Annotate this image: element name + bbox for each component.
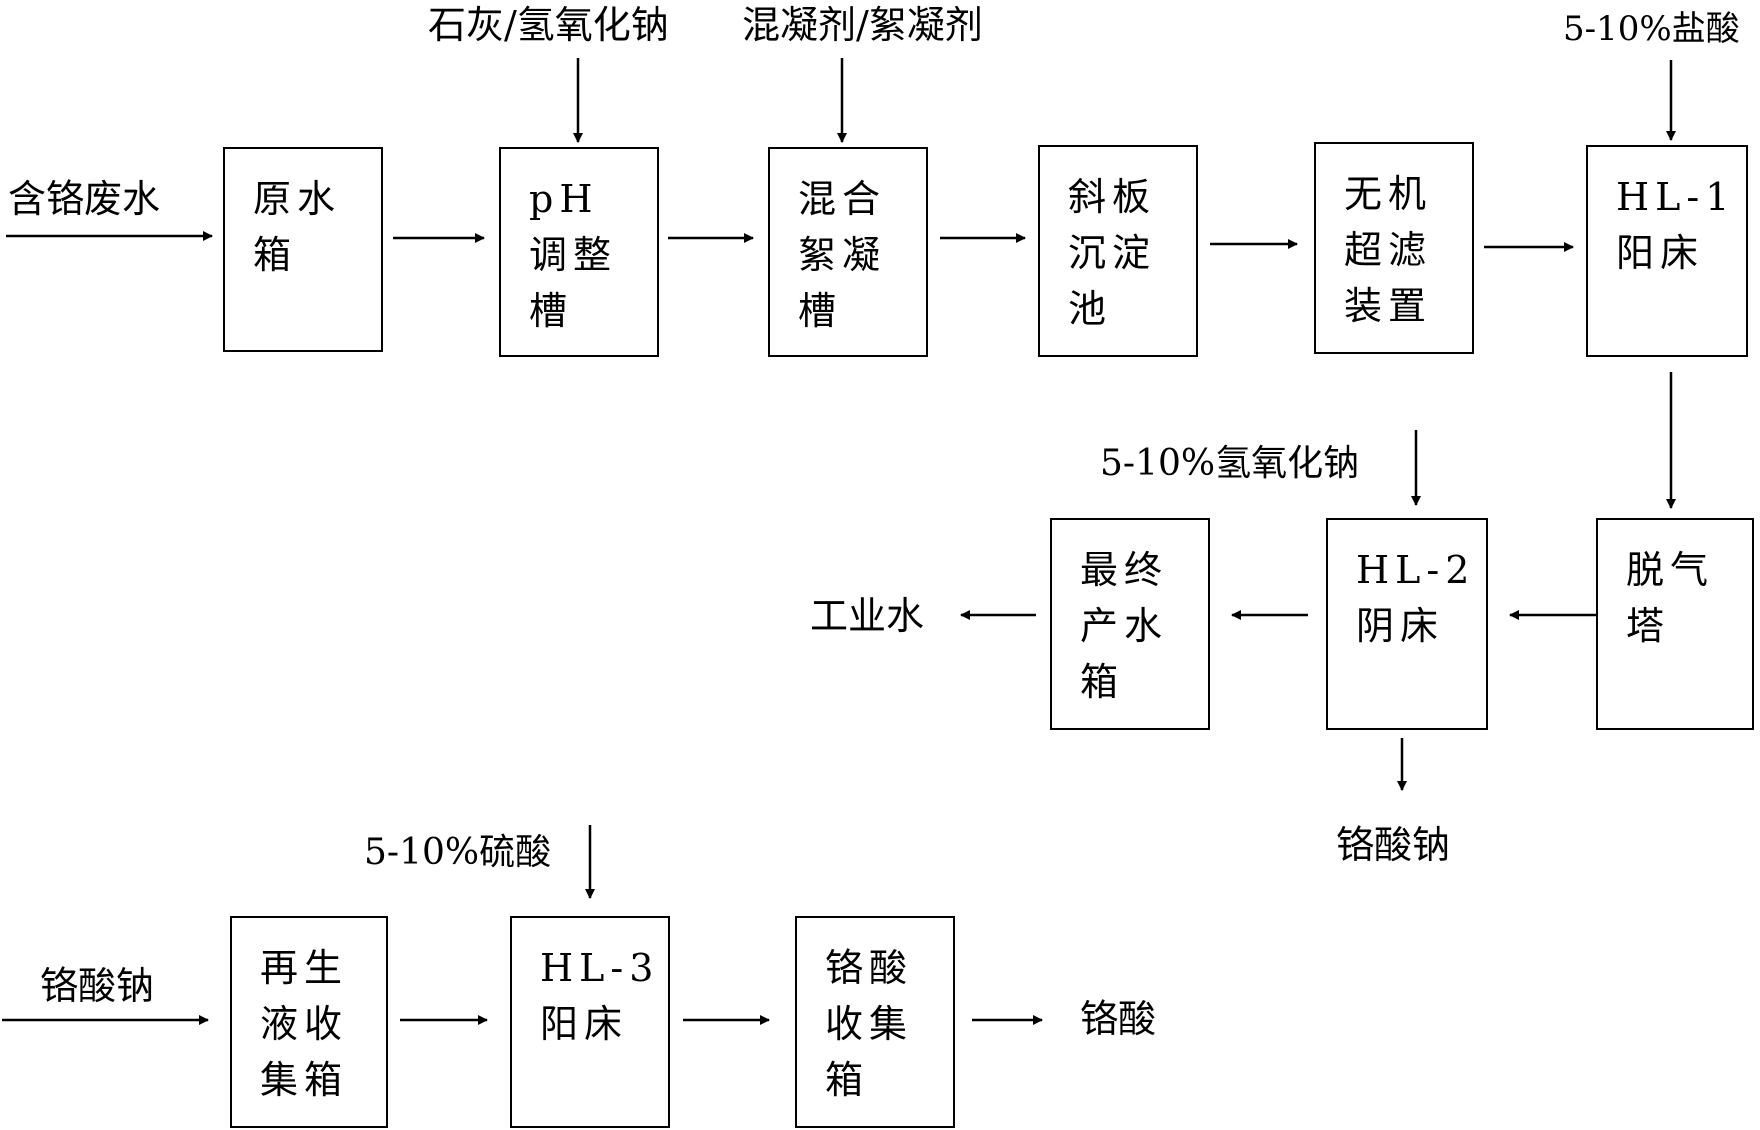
box-hl2-anion-bed: HL-2 阴床 bbox=[1326, 518, 1488, 730]
box-regen-collect-tank: 再生 液收 集箱 bbox=[230, 916, 388, 1128]
box-label: 再生 液收 集箱 bbox=[260, 946, 349, 1102]
box-final-product-tank: 最终 产水 箱 bbox=[1050, 518, 1210, 730]
output-label-chromic-acid: 铬酸 bbox=[1080, 997, 1157, 1041]
box-label: 最终 产水 箱 bbox=[1080, 548, 1169, 704]
box-label: 斜板 沉淀 池 bbox=[1068, 175, 1157, 331]
reagent-label-lime-naoh: 石灰/氢氧化钠 bbox=[428, 3, 669, 47]
reagent-label-coagulant: 混凝剂/絮凝剂 bbox=[742, 3, 983, 47]
box-label: 原水 箱 bbox=[253, 177, 342, 277]
box-label: pH 调整 槽 bbox=[529, 177, 618, 333]
box-hl3-cation-bed: HL-3 阳床 bbox=[510, 916, 670, 1128]
box-label: HL-1 阳床 bbox=[1616, 175, 1736, 275]
input-label-wastewater: 含铬废水 bbox=[8, 177, 161, 221]
reagent-label-h2so4: 5-10%硫酸 bbox=[364, 832, 552, 873]
box-ph-adjust-tank: pH 调整 槽 bbox=[499, 147, 659, 357]
box-label: HL-3 阳床 bbox=[540, 946, 660, 1046]
reagent-label-naoh: 5-10%氢氧化钠 bbox=[1100, 443, 1360, 484]
box-chromic-acid-tank: 铬酸 收集 箱 bbox=[795, 916, 955, 1128]
box-hl1-cation-bed: HL-1 阳床 bbox=[1586, 145, 1748, 357]
output-label-sodium-chromate: 铬酸钠 bbox=[1336, 823, 1451, 867]
box-label: 无机 超滤 装置 bbox=[1344, 172, 1433, 328]
box-inclined-plate-settler: 斜板 沉淀 池 bbox=[1038, 145, 1198, 357]
box-label: 混合 絮凝 槽 bbox=[798, 177, 887, 333]
box-mix-flocc-tank: 混合 絮凝 槽 bbox=[768, 147, 928, 357]
reagent-label-hcl: 5-10%盐酸 bbox=[1563, 9, 1740, 49]
input-label-sodium-chromate: 铬酸钠 bbox=[40, 964, 155, 1008]
box-inorganic-uf-unit: 无机 超滤 装置 bbox=[1314, 142, 1474, 354]
box-raw-water-tank: 原水 箱 bbox=[223, 147, 383, 352]
box-degassing-tower: 脱气 塔 bbox=[1596, 518, 1754, 730]
box-label: 脱气 塔 bbox=[1626, 548, 1715, 648]
box-label: HL-2 阴床 bbox=[1356, 548, 1476, 648]
output-label-industrial-water: 工业水 bbox=[810, 594, 925, 638]
box-label: 铬酸 收集 箱 bbox=[825, 946, 914, 1102]
